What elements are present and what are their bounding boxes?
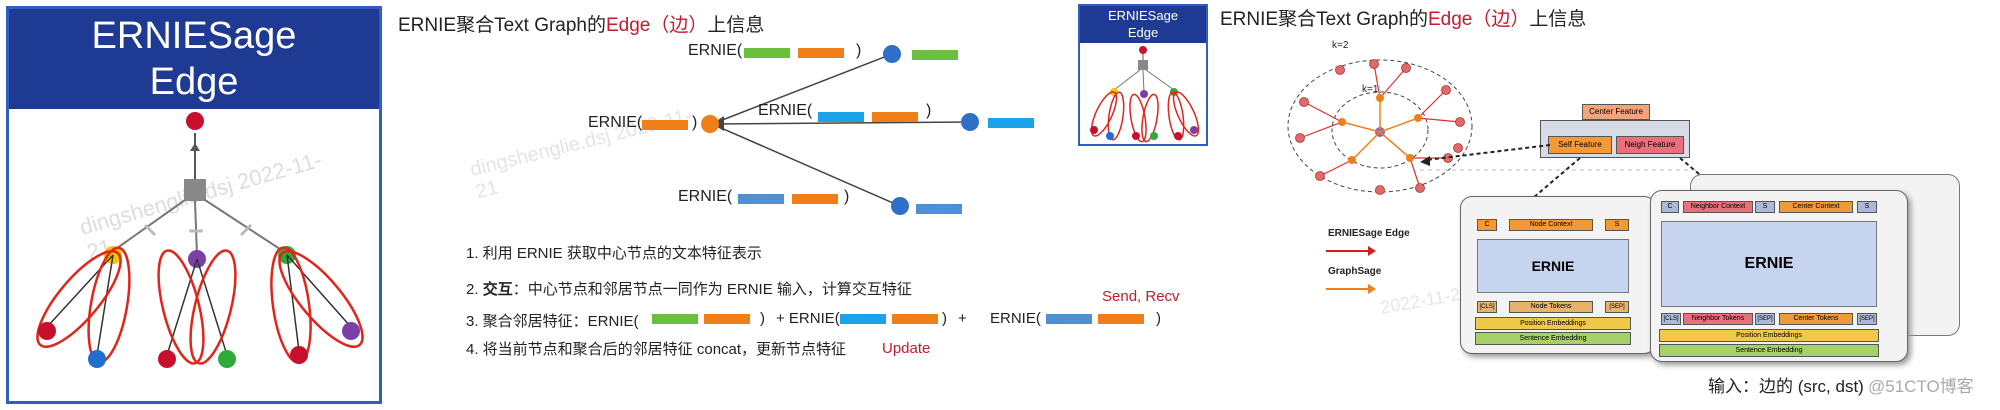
small-s-token: S xyxy=(1605,219,1629,231)
thumbnail-title-banner: ERNIESage Edge xyxy=(1080,6,1206,43)
neighbor-node-2 xyxy=(961,113,979,131)
close-paren-center: ) xyxy=(692,114,698,131)
leaf-red-2 xyxy=(158,350,176,368)
large-s1-token: S xyxy=(1755,201,1775,213)
step3-orange-bar-2 xyxy=(892,314,938,324)
close-paren-mid: ) xyxy=(926,102,932,119)
ernie-label-center: ERNIE( xyxy=(588,114,643,131)
input-caption: 输入：边的 (src, dst) xyxy=(1708,377,1864,396)
small-sep-token: [SEP] xyxy=(1605,301,1629,313)
large-s2-token: S xyxy=(1857,201,1877,213)
ernie-label-top: ERNIE( xyxy=(688,42,743,59)
middle-heading: ERNIE聚合Text Graph的Edge（边）上信息 xyxy=(398,10,764,37)
step3-blue-bar xyxy=(1046,314,1092,324)
small-c-token: C xyxy=(1477,219,1497,231)
close-paren-top: ) xyxy=(856,42,862,59)
left-title-banner: ERNIESage Edge xyxy=(9,9,379,109)
large-center-context: Center Context xyxy=(1779,201,1853,213)
step-3-lead: 3. 聚合邻居特征：ERNIE( xyxy=(466,313,639,330)
step-4: 4. 将当前节点和聚合后的邻居特征 concat，更新节点特征 xyxy=(466,341,847,358)
update-label: Update xyxy=(882,340,931,357)
step-3-close-2: ) xyxy=(942,310,947,327)
leaf-green-1 xyxy=(218,350,236,368)
red-top xyxy=(186,112,204,130)
center-node xyxy=(701,115,719,133)
middle-heading-post: 上信息 xyxy=(707,15,765,36)
legend-erniesage-arrow xyxy=(1326,246,1376,256)
step-3-ernie-3: ERNIE( xyxy=(990,310,1041,327)
step-1: 1. 利用 ERNIE 获取中心节点的文本特征表示 xyxy=(466,245,762,262)
middle-diagram xyxy=(642,45,1034,215)
large-neighbor-context: Neighbor Context xyxy=(1683,201,1753,213)
small-node-tokens: Node Tokens xyxy=(1509,301,1593,313)
large-neighbor-tokens: Neighbor Tokens xyxy=(1683,313,1753,325)
leaf-blue-1 xyxy=(88,350,106,368)
leaf-red-3 xyxy=(290,346,308,364)
small-cls-token: [CLS] xyxy=(1477,301,1497,313)
k1-label: k=1 xyxy=(1362,84,1379,95)
leaf-purple-1 xyxy=(342,322,360,340)
large-cls-token: [CLS] xyxy=(1661,313,1681,325)
large-ernie-block: ERNIE xyxy=(1661,221,1877,307)
self-feature-box: Self Feature xyxy=(1548,136,1612,154)
large-sentence-embedding: Sentence Embedding xyxy=(1659,344,1879,357)
large-position-embeddings: Position Embeddings xyxy=(1659,329,1879,342)
step-2-bold: 交互 xyxy=(482,281,513,298)
right-graph-diagram xyxy=(1287,59,1473,195)
neigh-feature-box: Neigh Feature xyxy=(1616,136,1684,154)
legend-graphsage-arrow xyxy=(1326,284,1376,294)
send-recv-label: Send, Recv xyxy=(1102,288,1180,305)
large-sep2-token: [SEP] xyxy=(1857,313,1877,325)
thumbnail-diagram xyxy=(1090,46,1200,143)
left-panel: ERNIESage Edge dingshenglie.dsj 2022-11-… xyxy=(6,6,382,404)
step3-orange-bar-3 xyxy=(1098,314,1144,324)
step-3-close-1: ) xyxy=(760,310,765,327)
step-3-plus: + ERNIE( xyxy=(776,310,840,327)
neighbor-node-3 xyxy=(891,197,909,215)
k2-label: k=2 xyxy=(1332,40,1349,51)
small-node-context: Node Context xyxy=(1509,219,1593,231)
middle-heading-pre: ERNIE聚合Text Graph的 xyxy=(398,15,606,36)
step3-green-bar xyxy=(652,314,698,324)
right-heading: ERNIE聚合Text Graph的Edge（边）上信息 xyxy=(1220,9,1587,30)
left-graph-diagram xyxy=(36,112,364,368)
center-feature-box: Center Feature xyxy=(1582,104,1650,120)
thumbnail-panel: ERNIESage Edge xyxy=(1078,4,1208,146)
step-3-close-3: ) xyxy=(1156,310,1161,327)
step-2: 2. 交互：中心节点和邻居节点一同作为 ERNIE 输入，计算交互特征 xyxy=(466,281,912,298)
step-3-plus-2: + xyxy=(958,310,967,327)
large-center-tokens: Center Tokens xyxy=(1779,313,1853,325)
ernie-label-mid: ERNIE( xyxy=(758,102,813,119)
small-position-embeddings: Position Embeddings xyxy=(1475,317,1631,330)
neighbor-node-1 xyxy=(883,45,901,63)
step3-orange-bar-1 xyxy=(704,314,750,324)
left-title-line1: ERNIESage xyxy=(91,15,297,57)
large-c-token: C xyxy=(1661,201,1679,213)
legend-graphsage: GraphSage xyxy=(1328,266,1382,277)
legend-erniesage: ERNIESage Edge xyxy=(1328,228,1410,239)
right-watermark: 2022-11-21 xyxy=(1378,282,1472,318)
model-small: C Node Context S ERNIE [CLS] Node Tokens… xyxy=(1460,196,1656,354)
credit-watermark: @51CTO博客 xyxy=(1868,377,1974,396)
small-sentence-embedding: Sentence Embedding xyxy=(1475,332,1631,345)
left-title-line2: Edge xyxy=(149,61,239,103)
middle-heading-edge: Edge（边） xyxy=(606,15,708,36)
step3-cyan-bar xyxy=(840,314,886,324)
leaf-red-1 xyxy=(38,322,56,340)
large-sep1-token: [SEP] xyxy=(1755,313,1775,325)
small-ernie-block: ERNIE xyxy=(1477,239,1629,293)
ernie-label-bottom: ERNIE( xyxy=(678,188,733,205)
close-paren-bottom: ) xyxy=(844,188,850,205)
model-large: C Neighbor Context S Center Context S ER… xyxy=(1650,190,1908,362)
aggregator-square xyxy=(184,179,206,201)
